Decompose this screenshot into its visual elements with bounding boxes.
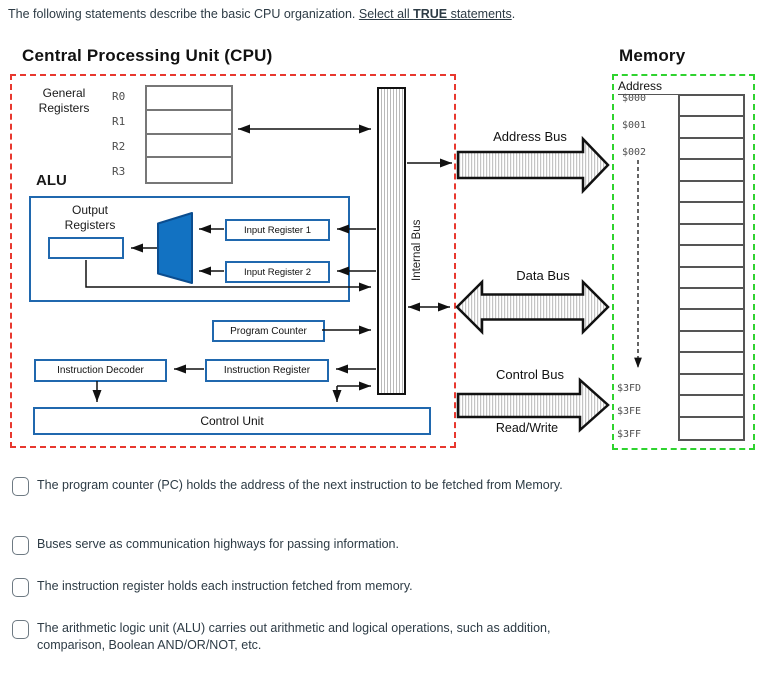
- memory-cell: [680, 289, 743, 311]
- statement-checkbox-1[interactable]: [12, 477, 29, 496]
- alu-label: ALU: [36, 172, 67, 189]
- memory-address-header: Address: [618, 79, 678, 95]
- statement-row: The arithmetic logic unit (ALU) carries …: [12, 620, 612, 654]
- memory-cell: [680, 160, 743, 182]
- memory-cell: [680, 96, 743, 118]
- memory-cell: [680, 225, 743, 247]
- output-register-box: [48, 237, 124, 259]
- memory-cell: [680, 310, 743, 332]
- memory-address-bottom: $3FE: [617, 406, 642, 417]
- statement-label: The arithmetic logic unit (ALU) carries …: [37, 621, 551, 652]
- register-cell: [147, 111, 231, 135]
- statement-row: The program counter (PC) holds the addre…: [12, 477, 612, 496]
- cpu-title: Central Processing Unit (CPU): [22, 46, 273, 65]
- statement-row: Buses serve as communication highways fo…: [12, 536, 612, 555]
- question-underline-pre: Select all: [358, 7, 414, 21]
- memory-address-top: $000: [622, 93, 647, 104]
- instruction-register-box: Instruction Register: [205, 359, 329, 382]
- memory-title: Memory: [619, 46, 686, 65]
- diagram-connectors: [85, 124, 642, 433]
- memory-cell: [680, 182, 743, 204]
- control-unit-box: Control Unit: [33, 407, 431, 435]
- alu-funnel-shape: [157, 212, 193, 284]
- statement-checkbox-4[interactable]: [12, 620, 29, 639]
- memory-cell: [680, 246, 743, 268]
- output-registers-label: Output Registers: [64, 203, 116, 232]
- statement-label: The program counter (PC) holds the addre…: [37, 478, 563, 492]
- internal-bus: [377, 87, 406, 395]
- register-cell: [147, 135, 231, 159]
- memory-address-bottom: $3FF: [617, 429, 642, 440]
- alu-box: [29, 196, 350, 302]
- memory-cell: [680, 375, 743, 397]
- general-registers-label: General Registers: [38, 86, 90, 115]
- question-suffix: .: [511, 7, 516, 21]
- memory-address-top: $001: [622, 120, 647, 131]
- register-file: [145, 85, 233, 184]
- control-bus-label: Control Bus: [496, 367, 564, 382]
- statement-label: The instruction register holds each inst…: [37, 579, 413, 593]
- control-bus-arrow: [456, 377, 610, 433]
- data-bus-arrow: [455, 278, 610, 336]
- question-underline-post: statements: [447, 7, 512, 21]
- memory-cell: [680, 139, 743, 161]
- statement-row: The instruction register holds each inst…: [12, 578, 612, 597]
- input-register-2-box: Input Register 2: [225, 261, 330, 283]
- instruction-decoder-box: Instruction Decoder: [34, 359, 167, 382]
- statement-label: Buses serve as communication highways fo…: [37, 537, 399, 551]
- read-write-label: Read/Write: [495, 421, 559, 435]
- memory-dashed-border: [612, 74, 755, 450]
- memory-cell: [680, 203, 743, 225]
- input-register-1-box: Input Register 1: [225, 219, 330, 241]
- register-cell: [147, 87, 231, 111]
- cpu-dashed-border: [10, 74, 456, 448]
- register-label-r1: R1: [112, 115, 126, 128]
- memory-cell: [680, 117, 743, 139]
- register-label-r2: R2: [112, 140, 126, 153]
- question-prefix: The following statements describe the ba…: [8, 7, 359, 21]
- address-bus-label: Address Bus: [493, 129, 567, 144]
- memory-address-top: $002: [622, 147, 647, 158]
- memory-cell: [680, 332, 743, 354]
- statement-checkbox-3[interactable]: [12, 578, 29, 597]
- memory-cell: [680, 353, 743, 375]
- question-text: The following statements describe the ba…: [8, 7, 515, 21]
- memory-cells: [678, 94, 745, 441]
- address-bus-arrow: [456, 135, 610, 195]
- register-label-r0: R0: [112, 90, 126, 103]
- memory-cell: [680, 268, 743, 289]
- data-bus-label: Data Bus: [516, 268, 570, 283]
- question-underline-bold: TRUE: [413, 7, 448, 21]
- register-label-r3: R3: [112, 165, 126, 178]
- memory-cell: [680, 396, 743, 418]
- statement-checkbox-2[interactable]: [12, 536, 29, 555]
- memory-address-bottom: $3FD: [617, 383, 642, 394]
- program-counter-box: Program Counter: [212, 320, 325, 342]
